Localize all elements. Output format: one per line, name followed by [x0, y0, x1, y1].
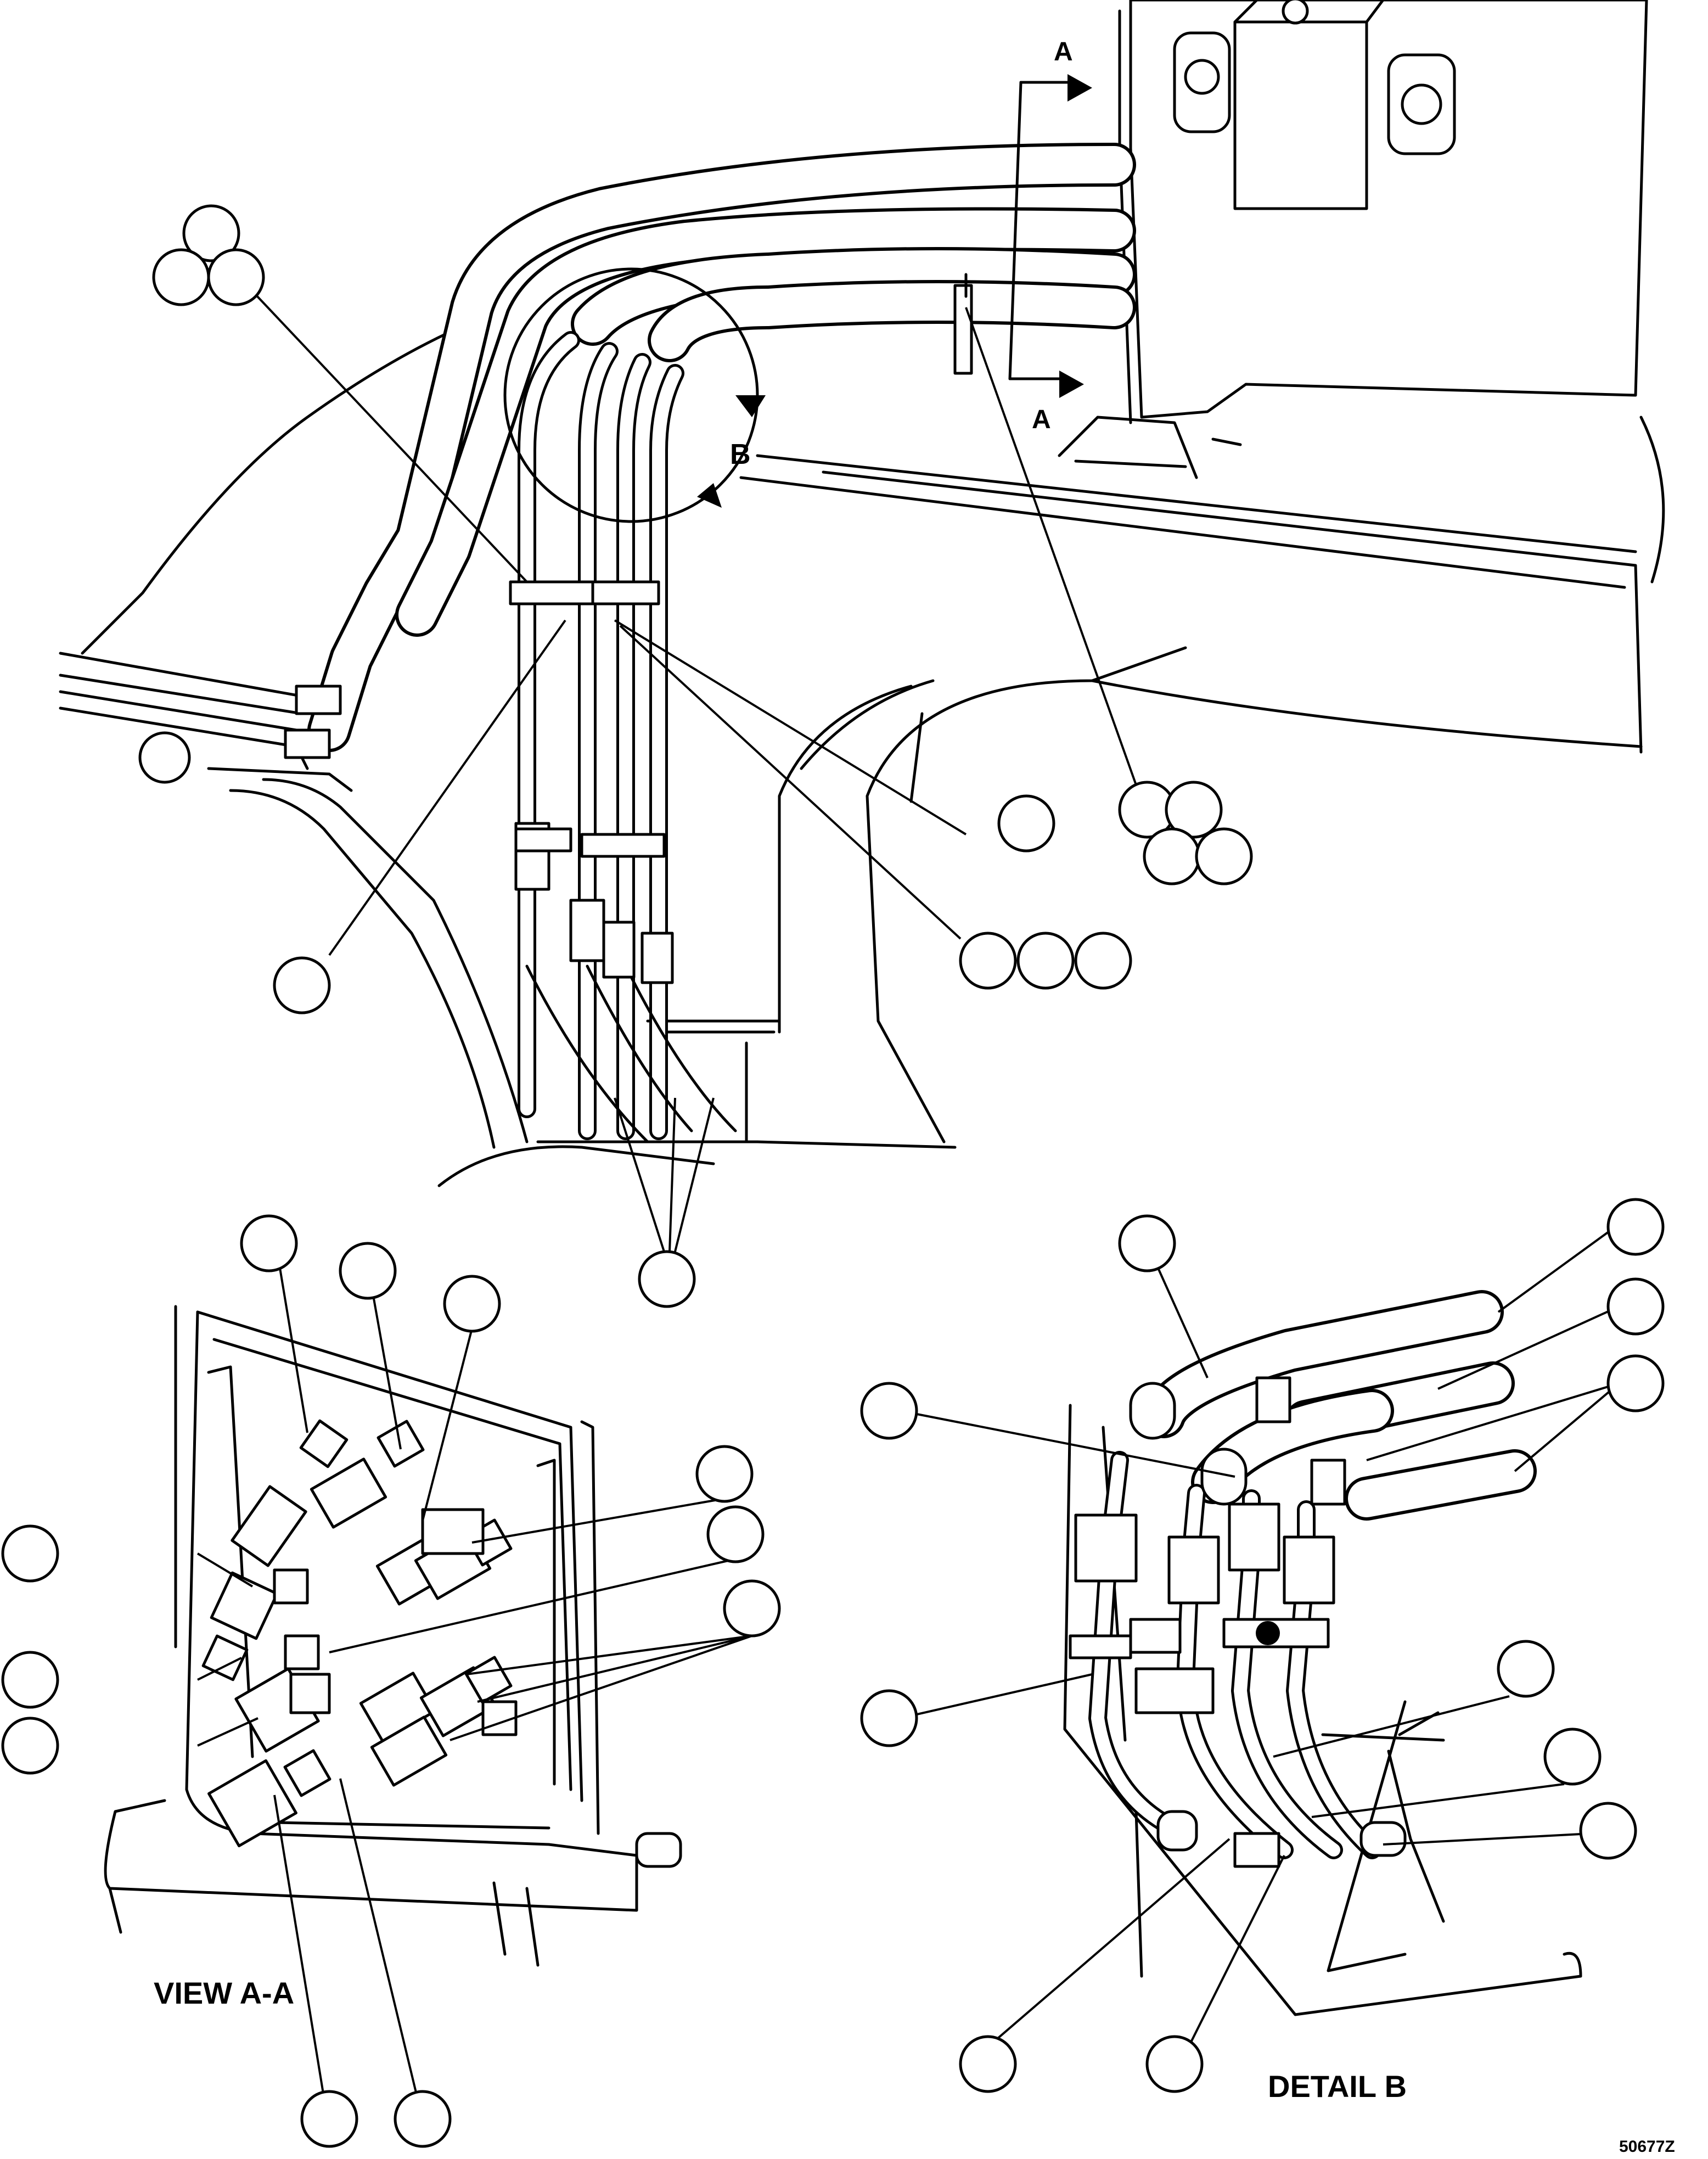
- callout-bubble: [152, 248, 210, 306]
- callout-bubble: [300, 2090, 358, 2148]
- callout-bubble: [339, 1242, 397, 1300]
- view-a-a-fittings: [201, 1419, 518, 1848]
- view-a-a-callouts: [1, 1214, 781, 2148]
- callout-bubble: [638, 1250, 696, 1308]
- detail-b-callouts: [860, 1198, 1665, 2093]
- figure-number: 50677Z: [1619, 2138, 1675, 2156]
- callout-bubble: [1497, 1640, 1555, 1698]
- callout-bubble: [1074, 932, 1132, 990]
- callout-bubble: [1143, 827, 1201, 885]
- callout-bubble: [1, 1651, 59, 1709]
- callout-bubble: [1606, 1354, 1665, 1412]
- detail-b-hoses: [1069, 1290, 1537, 1868]
- callout-bubble: [706, 1505, 765, 1563]
- callout-bubble: [240, 1214, 298, 1272]
- callout-bubble: [1165, 781, 1223, 839]
- callout-bubble: [394, 2090, 452, 2148]
- section-a-label-bottom: A: [1032, 405, 1051, 434]
- callout-bubble: [1606, 1198, 1665, 1256]
- callout-bubble: [273, 956, 331, 1014]
- callout-bubble: [182, 204, 240, 262]
- callout-bubble: [1579, 1802, 1637, 1860]
- valve-block: [1058, 0, 1648, 479]
- detail-b-marker: [503, 267, 766, 523]
- callout-bubble: [207, 248, 265, 306]
- callout-bubble: [1543, 1728, 1602, 1786]
- section-a-label-top: A: [1054, 37, 1073, 66]
- detail-b: DETAIL B: [860, 1198, 1665, 2104]
- callout-bubble: [860, 1382, 918, 1440]
- chassis-outline: [81, 328, 1665, 1187]
- view-a-a-leaders: [196, 1268, 752, 2098]
- frame-rail: [59, 652, 353, 792]
- callout-bubble: [1016, 932, 1075, 990]
- callout-bubble: [695, 1445, 754, 1503]
- view-a-a: VIEW A-A: [1, 1214, 781, 2148]
- callout-bubble: [1195, 827, 1253, 885]
- callout-bubble: [860, 1689, 918, 1747]
- main-view: A A B: [59, 0, 1665, 1308]
- hose-bundle: [284, 143, 1136, 1143]
- view-a-a-title: VIEW A-A: [154, 1976, 294, 2010]
- detail-b-title: DETAIL B: [1268, 2069, 1407, 2104]
- section-a-markers: [1008, 74, 1092, 398]
- callout-bubble: [997, 794, 1055, 853]
- callout-bubble: [1145, 2035, 1204, 2093]
- callout-bubble: [959, 932, 1017, 990]
- callout-bubble: [723, 1579, 781, 1638]
- main-view-leaders: [246, 284, 1137, 1252]
- main-view-callouts: [152, 204, 1253, 1308]
- detail-b-leaders: [900, 1223, 1620, 2065]
- callout-bubble: [1, 1717, 59, 1775]
- callout-bubble: [959, 2035, 1017, 2093]
- callout-bubble: [443, 1275, 501, 1333]
- callout-bubble: [1606, 1277, 1665, 1336]
- callout-bubble: [1, 1524, 59, 1583]
- callout-bubble: [1118, 1214, 1176, 1272]
- detail-b-label: B: [730, 439, 751, 470]
